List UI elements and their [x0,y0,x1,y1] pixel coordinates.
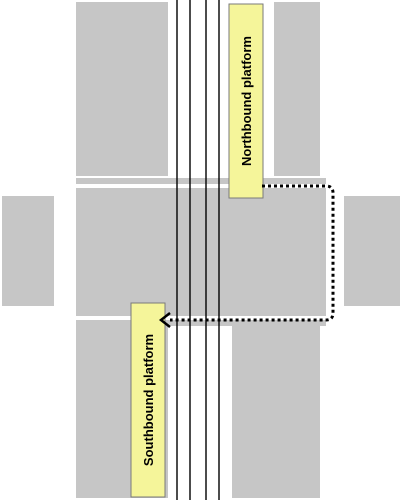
street-block-right [344,196,400,306]
northbound-platform-label: Northbound platform [239,36,254,166]
street-block-top-right [274,2,320,176]
route-arrowhead [158,312,171,328]
street-block-left [2,196,54,306]
street-block-top-left [76,2,168,176]
southbound-platform-label: Southbound platform [141,334,156,466]
southbound-platform: Southbound platform [130,302,166,498]
northbound-platform: Northbound platform [228,3,264,199]
walking-route [170,184,335,322]
street-block-bottom-right [232,326,320,498]
intersection-road [76,178,326,326]
